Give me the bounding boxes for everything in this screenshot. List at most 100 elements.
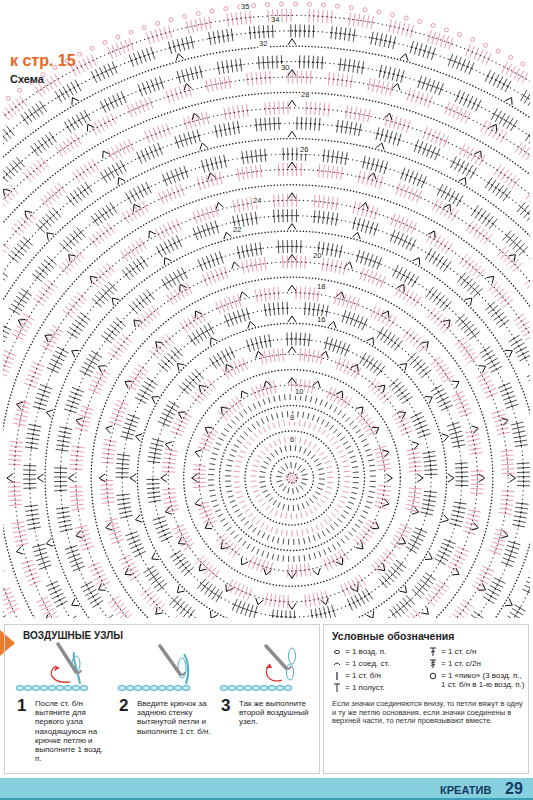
row-number: 34: [270, 16, 280, 24]
hook-illustration: [276, 686, 284, 691]
hook-illustration: [184, 654, 188, 684]
step-text: После ст. б/н вытяните для первого узла …: [35, 699, 111, 763]
orange-marker: [0, 630, 15, 656]
legend-symbol: [428, 671, 438, 681]
picot: [444, 28, 448, 32]
hook-illustration: [16, 686, 24, 691]
chain-ring: [3, 169, 530, 618]
note-text: Если значки соединяются внизу, то петли …: [332, 700, 524, 726]
row-number: 35: [240, 3, 250, 11]
chain-ring: [3, 92, 530, 618]
hook-illustration: [40, 686, 48, 691]
picot: [90, 46, 94, 50]
legend-item: = 1 ст. с/н: [428, 647, 527, 657]
hook-illustration: [80, 686, 88, 691]
chain-ring: [3, 185, 530, 618]
hook-illustration: [64, 686, 72, 691]
stitch-row: [3, 9, 530, 618]
legend-text: = 1 ст. с/н: [441, 647, 527, 656]
hook-illustration: [16, 644, 296, 691]
picot: [169, 18, 173, 22]
row-number: 6: [289, 436, 295, 444]
chain-ring: [153, 339, 431, 617]
hook-illustration: [160, 646, 180, 674]
hook-illustration: [118, 686, 126, 691]
fan-stitches: [3, 39, 530, 618]
stitch-row: [3, 55, 530, 618]
legend-symbol: [334, 663, 340, 665]
picot: [116, 35, 120, 39]
legend-text: = 1 ст. с/2н: [441, 659, 527, 668]
legend-symbol: [336, 672, 337, 680]
legend-text: = 1 полуст.: [345, 683, 425, 692]
step-number: 1: [17, 697, 26, 714]
hook-illustration: [244, 686, 252, 691]
chain-ring: [45, 231, 530, 618]
legend-item: = 1 полуст.: [332, 683, 425, 693]
chain-ring: [3, 123, 530, 618]
stitch-row: [3, 71, 530, 618]
chain-ring: [3, 108, 530, 618]
page-number: 29: [505, 780, 523, 798]
picot: [321, 3, 325, 7]
picot: [210, 9, 214, 13]
step-number: 3: [221, 697, 230, 714]
picot: [6, 96, 10, 100]
hook-illustration: [166, 686, 174, 691]
hook-illustration: [48, 686, 56, 691]
hook-illustration: [134, 686, 142, 691]
chain-ring: [3, 15, 530, 618]
legend-symbol: [334, 684, 340, 692]
legend-symbol: [332, 647, 342, 657]
stitch-row: [259, 445, 325, 511]
legend-symbol: [332, 659, 342, 669]
chain-ring: [30, 216, 530, 618]
chain-ring: [122, 308, 462, 618]
stitch-row: [8, 194, 530, 618]
legend-symbol: [430, 648, 436, 656]
hook-illustration: [51, 666, 70, 682]
step-text: Введите крючок за заднюю стенку вытянуто…: [137, 699, 213, 736]
hook-illustration: [260, 686, 268, 691]
crochet-chart: [3, 2, 530, 618]
hook-illustration: [72, 686, 80, 691]
picot: [335, 4, 339, 8]
legend-symbol: [332, 683, 342, 693]
hook-illustration: [142, 686, 150, 691]
hook-illustration: [76, 670, 81, 673]
chain-ring: [3, 31, 530, 618]
legend-text: = 1 «пико» (3 возд. п., 1 ст. б/н в 1-ю …: [441, 671, 527, 689]
stitch-row: [116, 302, 469, 618]
hook-illustration: [24, 686, 32, 691]
picot: [509, 55, 513, 59]
picot: [103, 41, 107, 45]
hook-illustration: [266, 664, 272, 668]
legend-text: = 1 ст. б/н: [345, 671, 425, 680]
legend-text: = 1 соед. ст.: [345, 659, 425, 668]
legend-symbol: [428, 647, 438, 657]
legend-symbol: [430, 673, 436, 679]
stitch-row: [251, 437, 334, 520]
hook-illustration: [56, 686, 64, 691]
hook-illustration: [126, 686, 134, 691]
hook-illustration: [286, 666, 291, 669]
row-number: 26: [299, 146, 309, 154]
hook-illustration: [266, 664, 282, 681]
hook-illustration: [252, 686, 260, 691]
chart-title: Схема: [10, 73, 44, 86]
chain-ring: [3, 77, 530, 618]
orange-marker: [0, 630, 15, 656]
chain-ring: [184, 370, 401, 587]
row-number: 30: [280, 64, 290, 72]
hook-illustration: [58, 644, 76, 672]
legend-item: = 1 ст. с/2н: [428, 659, 527, 669]
hook-illustration: [287, 664, 294, 680]
hook-illustration: [220, 686, 228, 691]
technique-panel: ВОЗДУШНЫЕ УЗЛЫ1После ст. б/н вытяните дл…: [4, 624, 320, 774]
chain-ring: [245, 431, 339, 525]
chain-ring: [199, 385, 385, 571]
picot: [280, 2, 284, 6]
picot: [431, 24, 435, 28]
picot: [363, 8, 367, 12]
chain-ring: [220, 406, 365, 551]
